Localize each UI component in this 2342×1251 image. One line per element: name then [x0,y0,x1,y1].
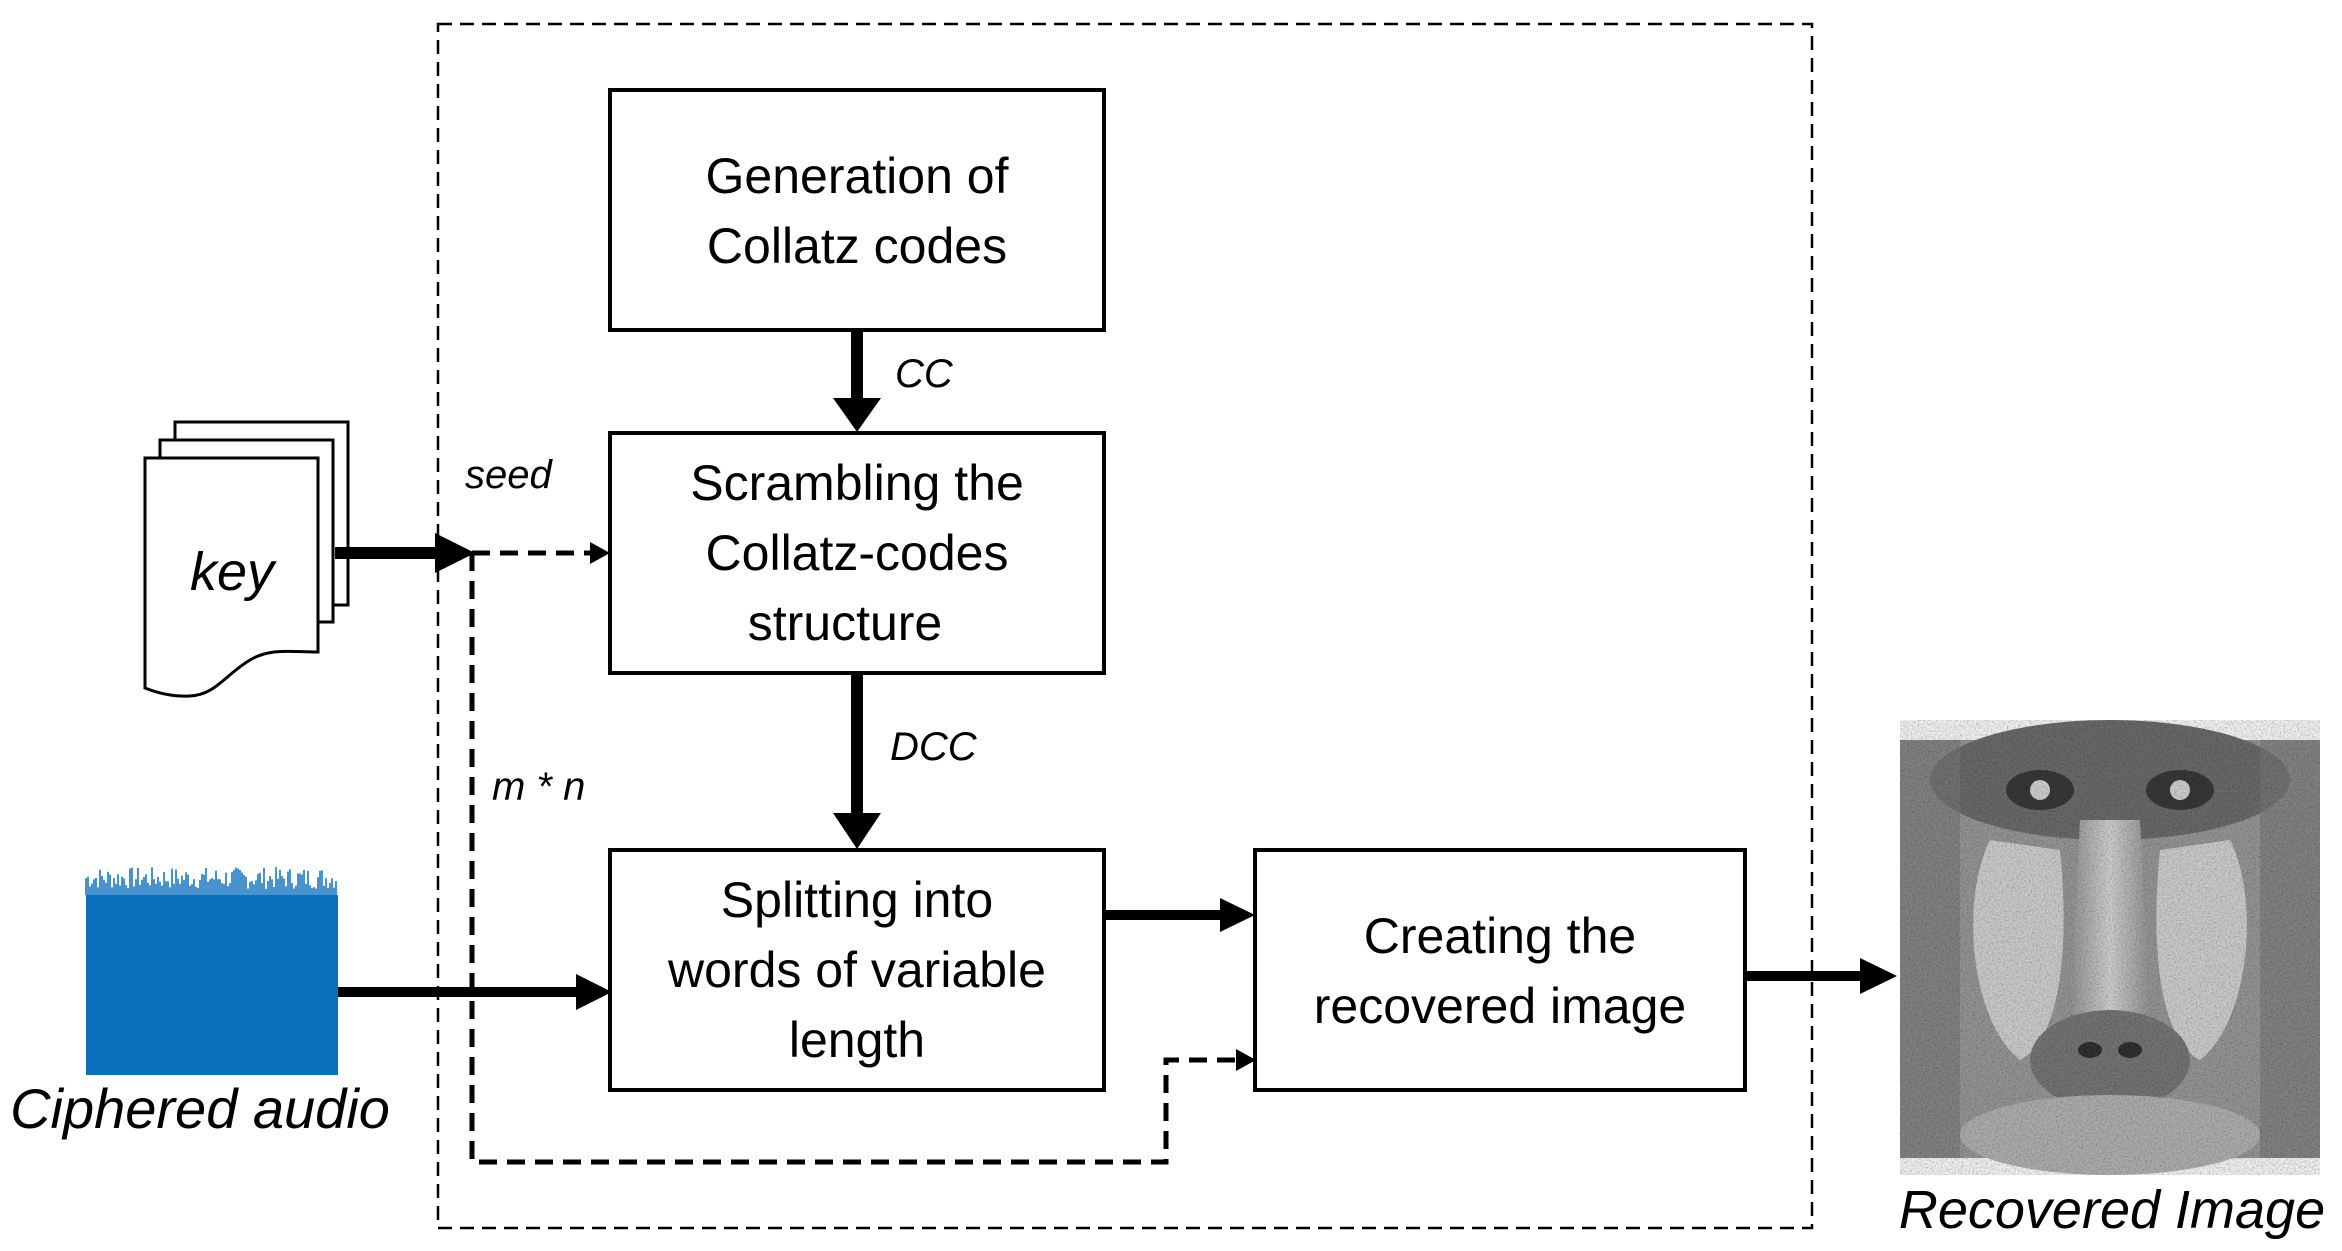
arrow-cc [833,332,881,432]
splitting-block: Splitting into words of variable length [608,848,1106,1092]
ciphered-audio-waveform [85,867,338,1075]
arrow-split-to-create [1104,898,1255,932]
splitting-line2: words of variable [667,942,1046,998]
seed-label: seed [465,453,553,497]
scrambling-line3: structure [748,595,943,651]
arrow-key-to-seed [335,533,475,573]
arrow-create-to-output [1745,958,1897,994]
scrambling-block: Scrambling the Collatz-codes structure [608,431,1106,675]
arrow-seed-to-scrambling [472,542,610,564]
generation-line2: Collatz codes [707,218,1007,274]
splitting-line1: Splitting into [721,872,993,928]
recovered-image [1900,720,2320,1175]
ciphered-audio-label: Ciphered audio [10,1077,390,1140]
scrambling-line1: Scrambling the [690,455,1024,511]
creating-block: Creating the recovered image [1253,848,1747,1092]
creating-line2: recovered image [1314,978,1686,1034]
system-boundary-frame [436,22,1814,1230]
generation-block: Generation of Collatz codes [608,88,1106,332]
generation-line1: Generation of [706,148,1009,204]
creating-line1: Creating the [1364,908,1636,964]
arrow-dcc [833,675,881,849]
splitting-line3: length [789,1012,925,1068]
scrambling-line2: Collatz-codes [706,525,1009,581]
mn-label: m * n [492,765,585,809]
key-document-icon [143,420,350,698]
key-label: key [190,542,277,602]
dcc-label: DCC [890,725,978,769]
arrow-audio-to-splitting [338,974,612,1010]
recovered-image-label: Recovered Image [1899,1180,2325,1240]
arrow-mn-to-creating [469,553,1256,1165]
cc-label: CC [895,352,954,396]
waveform-spikes [85,867,337,895]
